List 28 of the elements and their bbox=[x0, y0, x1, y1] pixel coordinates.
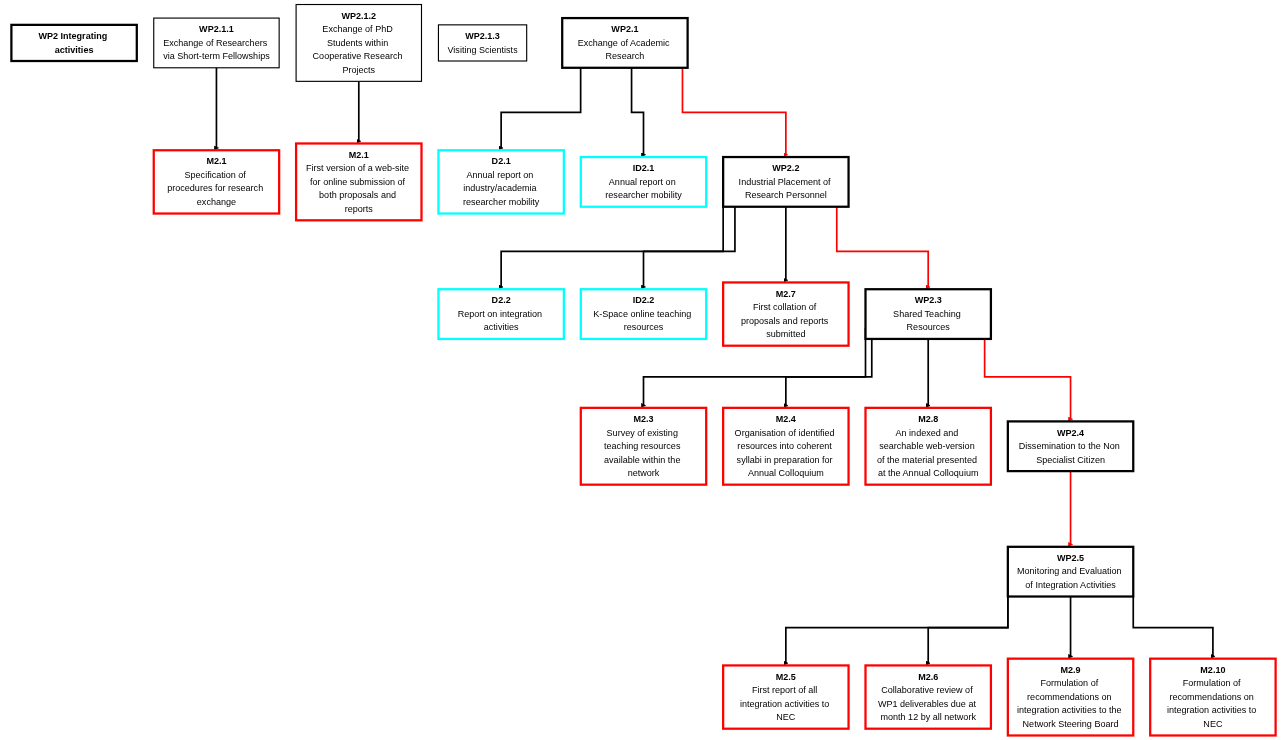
node-box: WP2.5 Monitoring and Evaluation of Integration Activities bbox=[1006, 545, 1135, 598]
node-box: WP2.3 Shared Teaching Resources bbox=[864, 288, 993, 341]
node-box: M2.8 An indexed and searchable web-version of the material presented at the Annual Colloquium bbox=[864, 406, 993, 486]
node-box: M2.5 First report of all integration activities to NEC bbox=[722, 664, 850, 730]
node-box: D2.2 Report on integration activities bbox=[437, 288, 565, 341]
arrow bbox=[983, 338, 1074, 422]
arrow bbox=[925, 595, 1009, 666]
node-box: WP2.1 Exchange of Academic Research bbox=[561, 16, 689, 69]
node-box: WP2.4 Dissemination to the Non Specialist Citizen bbox=[1006, 420, 1135, 473]
node-box: D2.1 Annual report on industry/academia researcher mobility bbox=[437, 149, 565, 215]
node-box: WP2.1.2 Exchange of PhD Students within Cooperative Research Projects bbox=[295, 3, 423, 82]
node-box: ID2.2 K-Space online teaching resources bbox=[579, 288, 708, 341]
node-box: M2.7 First collation of proposals and reports submitted bbox=[722, 281, 850, 347]
node-box: M2.3 Survey of existing teaching resources available within the network bbox=[579, 406, 708, 486]
node-box: WP2 Integrating activities bbox=[10, 23, 138, 63]
node-box: M2.4 Organisation of identified resources into coherent syllabi in preparation for Annual Colloquium bbox=[722, 406, 850, 486]
node-box: M2.1 Specification of procedures for research exchange bbox=[152, 149, 281, 215]
node-box: M2.10 Formulation of recommendations on integration activities to NEC bbox=[1149, 657, 1277, 737]
node-box: M2.1 First version of a web-site for online submission of both proposals and reports bbox=[294, 142, 423, 222]
node-box: WP2.1.1 Exchange of Researchers via Short-term Fellowships bbox=[153, 17, 280, 69]
node-box: M2.6 Collaborative review of WP1 deliverables due at month 12 by all network bbox=[864, 664, 993, 730]
node-box: M2.9 Formulation of recommendations on integration activities to the Network Steering Board bbox=[1006, 657, 1135, 737]
node-box: WP2.2 Industrial Placement of Research Personnel bbox=[722, 155, 850, 208]
node-box: ID2.1 Annual report on researcher mobility bbox=[579, 155, 708, 208]
arrow bbox=[213, 66, 219, 151]
arrow bbox=[1132, 595, 1216, 659]
node-box: WP2.1.3 Visiting Scientists bbox=[437, 24, 528, 62]
arrow bbox=[356, 80, 362, 144]
